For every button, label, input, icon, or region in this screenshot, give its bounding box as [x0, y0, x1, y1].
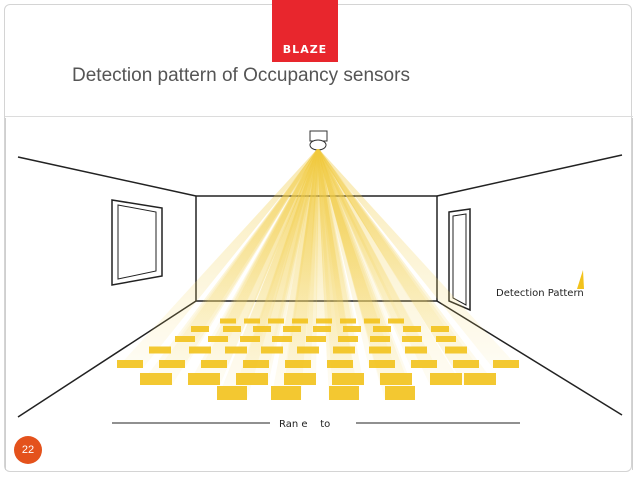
window-left: [111, 199, 163, 286]
detection-zone: [369, 346, 391, 354]
detection-zone: [445, 346, 467, 354]
detection-zone: [370, 336, 390, 342]
detection-zone: [388, 318, 404, 324]
slide-title: Detection pattern of Occupancy sensors: [72, 65, 410, 86]
right-border-line: [632, 118, 633, 470]
detection-zone: [333, 346, 355, 354]
detection-zone: [316, 318, 332, 324]
detection-zone: [236, 373, 268, 385]
detection-zone: [405, 346, 427, 354]
detection-zone: [402, 336, 422, 342]
detection-zone: [240, 336, 260, 342]
detection-zone: [217, 386, 247, 400]
left-border-line: [5, 118, 6, 470]
door-right: [448, 208, 471, 312]
detection-zone: [464, 373, 496, 385]
detection-zone: [253, 326, 271, 332]
detection-zone: [159, 360, 185, 368]
detection-beam: [317, 149, 496, 385]
detection-zone: [306, 336, 326, 342]
detection-beam: [117, 149, 319, 368]
detection-zone: [411, 360, 437, 368]
detection-zone: [493, 360, 519, 368]
detection-pattern-illustration: Detection Pattern Ran e to: [17, 130, 623, 430]
detection-zone: [223, 326, 241, 332]
detection-zone: [338, 336, 358, 342]
detection-zone: [243, 360, 269, 368]
detection-zone: [431, 326, 449, 332]
page-number-badge: 22: [14, 436, 42, 464]
detection-zone: [343, 326, 361, 332]
detection-beam: [317, 149, 519, 368]
logo-tab: BLAZE: [272, 0, 338, 62]
detection-zone: [283, 326, 301, 332]
detection-zone: [453, 360, 479, 368]
detection-beam: [317, 149, 415, 400]
detection-zone: [268, 318, 284, 324]
detection-zone: [140, 373, 172, 385]
detection-zone: [430, 373, 462, 385]
detection-zone: [327, 360, 353, 368]
detection-zone: [284, 373, 316, 385]
detection-zone: [201, 360, 227, 368]
detection-zone: [313, 326, 331, 332]
logo-text: BLAZE: [282, 43, 328, 56]
occupancy-sensor-icon: [309, 130, 328, 151]
detection-beam: [140, 149, 319, 385]
detection-zone: [332, 373, 364, 385]
detection-zone: [340, 318, 356, 324]
detection-zone: [436, 336, 456, 342]
detection-beam: [188, 149, 319, 385]
detection-zone: [292, 318, 308, 324]
range-label: Ran e to: [279, 419, 330, 430]
detection-zone: [149, 346, 171, 354]
detection-zone: [364, 318, 380, 324]
detection-zone: [188, 373, 220, 385]
detection-zone: [189, 346, 211, 354]
detection-zone: [380, 373, 412, 385]
legend-swatch: [577, 270, 584, 289]
detection-zone: [373, 326, 391, 332]
detection-zone: [261, 346, 283, 354]
detection-zone: [208, 336, 228, 342]
detection-zone: [191, 326, 209, 332]
detection-zone: [403, 326, 421, 332]
detection-zone: [271, 386, 301, 400]
detection-zone: [297, 346, 319, 354]
detection-zone: [285, 360, 311, 368]
detection-zone: [272, 336, 292, 342]
detection-zone: [175, 336, 195, 342]
detection-zones: [117, 318, 519, 400]
legend-label: Detection Pattern: [496, 288, 584, 299]
detection-zone: [244, 318, 260, 324]
detection-zone: [385, 386, 415, 400]
detection-zone: [220, 318, 236, 324]
detection-zone: [117, 360, 143, 368]
detection-beams: [117, 149, 519, 400]
detection-zone: [369, 360, 395, 368]
detection-zone: [225, 346, 247, 354]
title-divider: [5, 116, 633, 117]
detection-beam: [317, 149, 462, 385]
detection-zone: [329, 386, 359, 400]
